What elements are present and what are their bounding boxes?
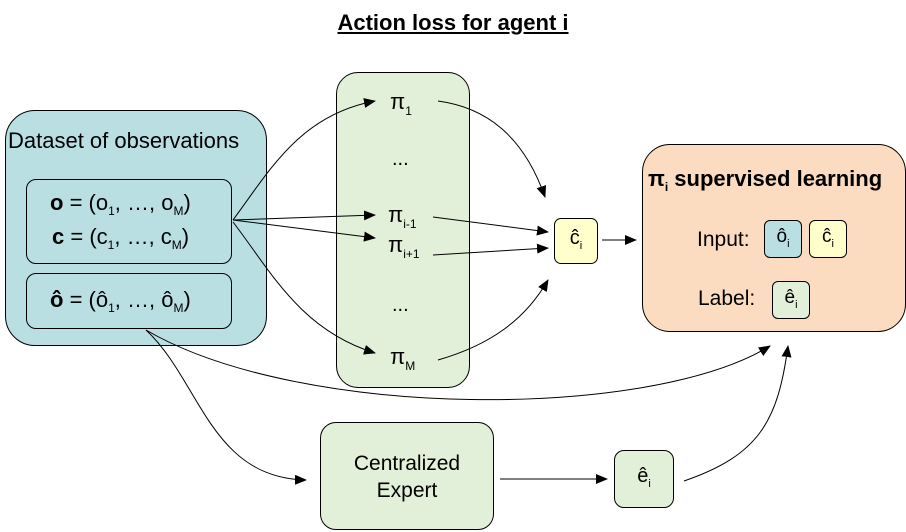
centralized-expert-box [320,422,494,530]
arrow-pim1-to-chat [432,216,549,236]
policy-M: πM [390,344,416,373]
communications-equation: c = (c1, …, cM) [52,224,190,252]
predicted-observations-equation: ô = (ô1, …, ôM) [50,287,191,315]
label-ehat-box: êi [772,281,810,319]
arrow-data-to-pim1 [232,210,376,221]
supervised-learning-title: πi supervised learning [648,166,883,194]
input-ohat-box: ôi [764,220,802,258]
dataset-box [5,110,267,346]
arrow-ohat-to-expert [145,329,307,485]
arrow-ohat-to-supervised [145,329,771,401]
arrow-pi1-to-chat [437,100,547,198]
label-label: Label: [698,287,756,310]
diagram-title: Action loss for agent i [337,10,569,35]
arrow-data-to-piM [232,221,376,355]
arrow-pip1-to-chat [432,243,549,256]
dataset-label: Dataset of observations [8,128,240,153]
arrow-data-to-pip1 [232,219,376,242]
input-chat-box: ĉi [809,220,847,258]
policy-dots-top: ... [392,148,409,170]
policy-i-plus-1: πi+1 [388,232,420,261]
input-label: Input: [697,228,750,251]
policies-box [336,72,470,388]
expert-action-box: êi [614,450,674,508]
arrow-data-to-pi1 [232,98,376,221]
arrow-ehat-to-supervised [683,345,792,482]
policy-i-minus-1: πi-1 [388,202,417,231]
predicted-comm-box: ĉi [554,218,598,264]
policy-1: π1 [390,89,412,118]
predicted-obs-box [26,273,232,329]
obs-comm-box [26,179,232,264]
predicted-comm-symbol: ĉi [569,227,583,252]
arrow-piM-to-chat [437,279,549,361]
policy-dots-bottom: ... [392,294,409,316]
observations-equation: o = (o1, …, oM) [50,190,191,218]
